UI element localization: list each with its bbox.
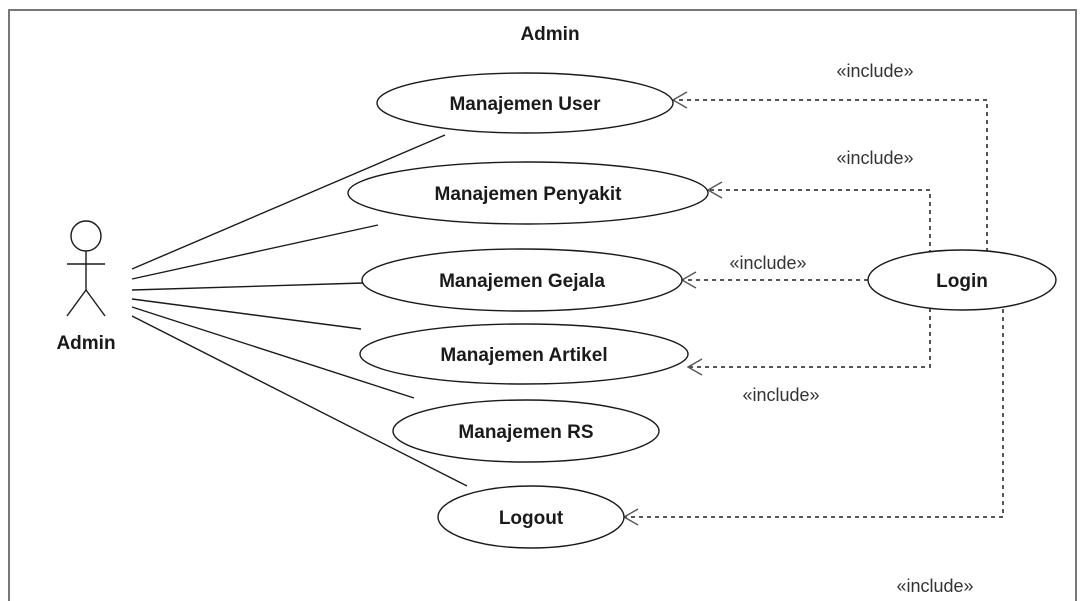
include-label-logout: «include» [896, 576, 973, 596]
assoc-user [131, 134, 446, 270]
use-case-manajemen-penyakit[interactable]: Manajemen Penyakit [347, 161, 709, 225]
include-line-user [673, 99, 988, 252]
use-case-label: Logout [499, 508, 564, 529]
actor-head [70, 220, 102, 252]
use-case-label: Manajemen Penyakit [435, 184, 623, 205]
use-case-label: Manajemen Gejala [439, 271, 605, 292]
include-line-artikel [688, 308, 931, 368]
use-case-ellipse [361, 248, 683, 312]
assoc-artikel [131, 298, 362, 330]
assoc-logout [131, 315, 468, 487]
actor-left-leg [66, 289, 87, 317]
use-case-ellipse [347, 161, 709, 225]
use-case-ellipse [376, 72, 674, 134]
include-label-penyakit: «include» [836, 148, 913, 168]
actor-label: Admin [56, 333, 115, 354]
use-case-manajemen-gejala[interactable]: Manajemen Gejala [361, 248, 683, 312]
include-label-user: «include» [836, 61, 913, 81]
include-line-logout [624, 309, 1004, 518]
use-case-manajemen-artikel[interactable]: Manajemen Artikel [359, 323, 689, 385]
use-case-ellipse [437, 485, 625, 549]
use-case-ellipse [392, 399, 660, 463]
use-case-login[interactable]: Login [867, 249, 1057, 311]
assoc-penyakit [131, 224, 379, 280]
include-arrow-artikel [686, 358, 703, 376]
system-boundary [8, 9, 1077, 601]
actor-right-leg [85, 289, 106, 317]
use-case-label: Login [936, 271, 988, 292]
use-case-label: Manajemen Artikel [440, 345, 607, 366]
use-case-ellipse [867, 249, 1057, 311]
include-label-artikel: «include» [742, 385, 819, 405]
actor-admin[interactable]: Admin [56, 220, 116, 354]
assoc-gejala [131, 282, 364, 291]
include-line-penyakit [708, 189, 931, 254]
use-case-label: Manajemen User [449, 94, 601, 115]
use-case-label: Manajemen RS [458, 422, 593, 443]
include-label-gejala: «include» [729, 253, 806, 273]
use-case-manajemen-user[interactable]: Manajemen User [376, 72, 674, 134]
use-case-ellipse [359, 323, 689, 385]
use-case-manajemen-rs[interactable]: Manajemen RS [392, 399, 660, 463]
use-case-logout[interactable]: Logout [437, 485, 625, 549]
system-title: Admin [520, 24, 579, 45]
assoc-rs [131, 306, 415, 399]
